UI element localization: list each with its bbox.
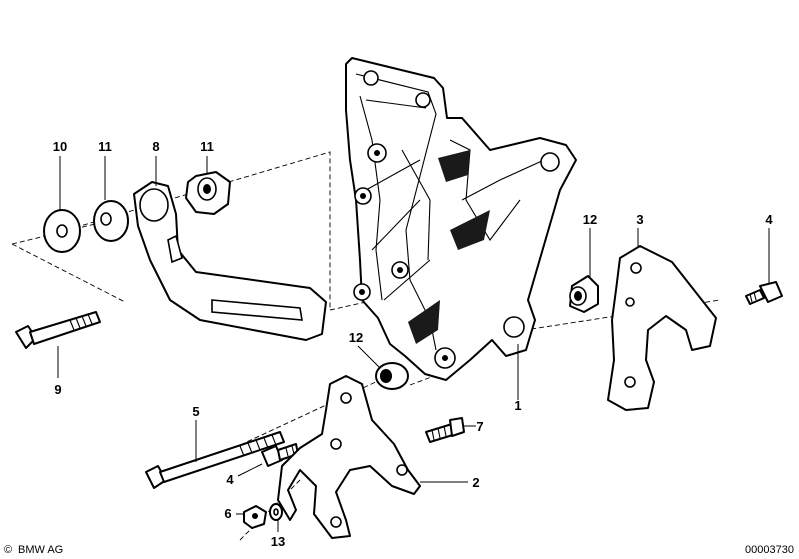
- bushing-11-top: [185, 171, 231, 215]
- bushing-12-centre: [375, 362, 409, 390]
- bolt-5: [145, 431, 285, 489]
- bushing-12-right: [569, 275, 599, 313]
- callout-11-left: 11: [98, 139, 112, 154]
- diagram-number: 00003730: [745, 544, 794, 556]
- callout-6: 6: [224, 506, 231, 521]
- callout-8: 8: [152, 139, 159, 154]
- callout-3: 3: [636, 212, 643, 227]
- copyright-symbol: ©: [4, 544, 12, 556]
- bolt-9: [15, 311, 101, 349]
- callout-12-right: 12: [583, 212, 597, 227]
- callouts: 10 11 8 11 9 12 3 4 12 1 5 4 7 2 6 13: [53, 139, 774, 549]
- main-bracket: [345, 57, 577, 381]
- footer: © BMW AG 00003730: [4, 544, 794, 556]
- bolt-4-right: [745, 281, 783, 305]
- callout-4-right: 4: [765, 212, 773, 227]
- leader-lines: [57, 156, 770, 532]
- slotted-arm: [133, 181, 327, 341]
- callout-10: 10: [53, 139, 67, 154]
- callout-2: 2: [472, 475, 479, 490]
- callout-1: 1: [514, 398, 521, 413]
- callout-13: 13: [271, 534, 285, 549]
- washer-11-left: [93, 200, 129, 242]
- washer-10: [43, 209, 81, 253]
- callout-5: 5: [192, 404, 199, 419]
- washer-13: [269, 503, 283, 521]
- bolt-7: [425, 417, 465, 443]
- brand-label: BMW AG: [18, 544, 63, 556]
- bolt-4-lower: [261, 443, 299, 467]
- callout-4-lower: 4: [226, 472, 234, 487]
- bracket-plate-3: [607, 245, 717, 411]
- lower-bracket-2: [277, 375, 421, 539]
- callout-7: 7: [476, 419, 483, 434]
- nut-6: [243, 505, 267, 529]
- callout-9: 9: [54, 382, 61, 397]
- callout-12-centre: 12: [349, 330, 363, 345]
- callout-11-top: 11: [200, 139, 214, 154]
